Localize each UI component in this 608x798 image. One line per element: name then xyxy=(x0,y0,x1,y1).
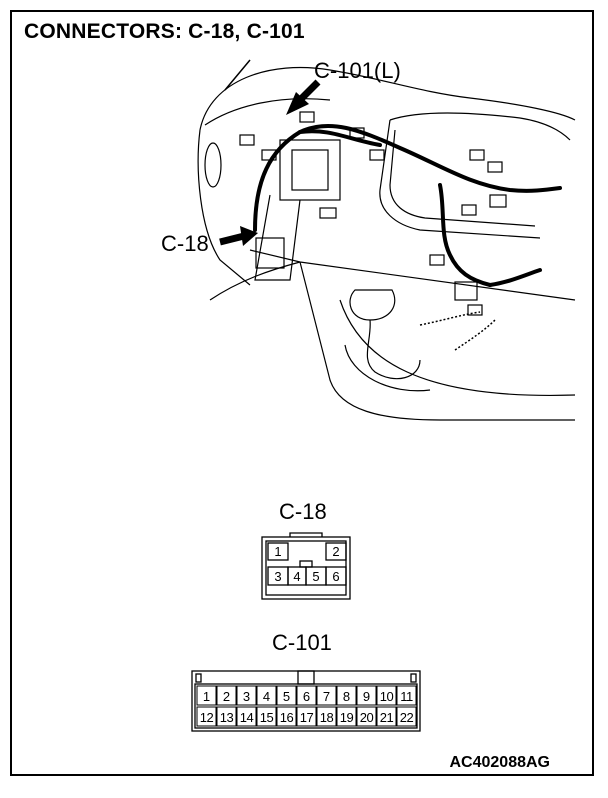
figure-code: AC402088AG xyxy=(449,754,551,771)
c101-pin-21: 21 xyxy=(380,710,394,725)
c101-pin-cell xyxy=(216,706,237,727)
c101-pin-cell xyxy=(296,706,317,727)
c101-pin-cell xyxy=(276,706,297,727)
c101-pin-cell xyxy=(236,706,257,727)
c18-pin-2: 2 xyxy=(332,544,339,559)
c101-pin-cell xyxy=(396,685,417,706)
c101-pin-13: 13 xyxy=(220,710,234,725)
c101-pin-2: 2 xyxy=(223,689,230,704)
c101-pin-cell xyxy=(196,706,217,727)
c18-pin-3: 3 xyxy=(274,569,281,584)
c18-callout-label: C-18 xyxy=(161,231,209,256)
c101-pin-cell xyxy=(256,685,277,706)
c18-pin-6: 6 xyxy=(332,569,339,584)
c101-pin-10: 10 xyxy=(380,689,394,704)
c18-pin-4: 4 xyxy=(293,569,300,584)
c101-pin-cell xyxy=(376,706,397,727)
c101-pin-7: 7 xyxy=(323,689,330,704)
c18-pin-labels: 1 2 3 4 5 6 xyxy=(274,544,339,584)
c18-connector-face xyxy=(261,532,351,600)
c101-pin-3: 3 xyxy=(243,689,250,704)
c101-pin-18: 18 xyxy=(320,710,334,725)
c101-pin-12: 12 xyxy=(200,710,214,725)
c101-callout-label: C-101(L) xyxy=(314,58,401,83)
c101-pin-cell xyxy=(276,685,297,706)
c101-pin-cell xyxy=(196,685,217,706)
c101-pin-cell xyxy=(216,685,237,706)
c101-pin-15: 15 xyxy=(260,710,274,725)
c101-pin-cell xyxy=(336,706,357,727)
c101-pin-cell xyxy=(356,706,377,727)
c101-pin-16: 16 xyxy=(280,710,294,725)
c18-pin-5: 5 xyxy=(312,569,319,584)
c101-pin-cell xyxy=(236,685,257,706)
c101-pin-4: 4 xyxy=(263,689,270,704)
c101-pin-11: 11 xyxy=(400,689,413,704)
c101-pin-cell xyxy=(336,685,357,706)
c101-connector-label: C-101 xyxy=(272,630,332,655)
c18-arrow xyxy=(219,226,258,246)
c101-pin-cell xyxy=(316,685,337,706)
c101-pin-22: 22 xyxy=(400,710,414,725)
c101-arrow xyxy=(286,79,321,115)
c101-pin-cell xyxy=(296,685,317,706)
diagram-title: CONNECTORS: C-18, C-101 xyxy=(24,20,305,43)
c101-pin-6: 6 xyxy=(303,689,310,704)
c101-pin-19: 19 xyxy=(340,710,354,725)
c101-pin-cell xyxy=(396,706,417,727)
c101-pin-cell xyxy=(316,706,337,727)
c101-pin-14: 14 xyxy=(240,710,254,725)
c101-pin-8: 8 xyxy=(343,689,350,704)
c18-connector-label: C-18 xyxy=(279,499,327,524)
diagram-frame xyxy=(10,10,594,776)
c101-pin-5: 5 xyxy=(283,689,290,704)
c101-connector-face xyxy=(191,670,421,732)
c101-pin-cell xyxy=(376,685,397,706)
c101-pin-17: 17 xyxy=(300,710,314,725)
c101-pin-cell xyxy=(256,706,277,727)
c101-pin-cell xyxy=(356,685,377,706)
c18-pin-1: 1 xyxy=(274,544,281,559)
c101-pin-9: 9 xyxy=(363,689,370,704)
c101-pin-1: 1 xyxy=(203,689,210,704)
c101-pin-20: 20 xyxy=(360,710,374,725)
